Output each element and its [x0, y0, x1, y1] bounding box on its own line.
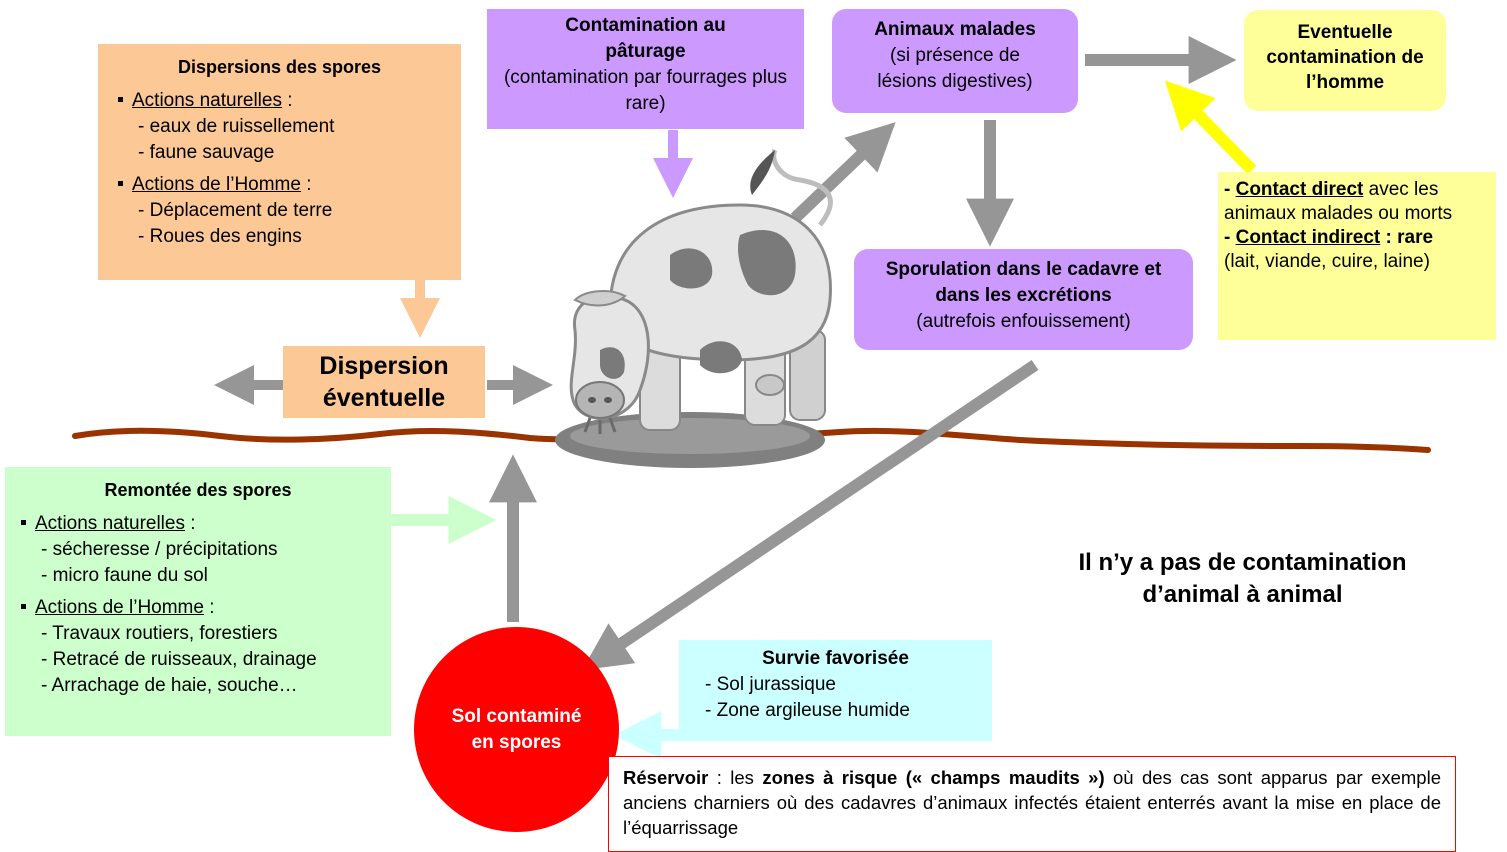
dispersions-human-item: - Déplacement de terre: [138, 200, 333, 221]
dispersions-human-label: Actions de l’Homme: [132, 174, 301, 195]
remontee-human-label: Actions de l’Homme: [35, 597, 204, 618]
remontee-natural: Actions naturelles :: [17, 511, 379, 537]
pasture-subtitle: (contamination par fourrages plus rare): [503, 67, 788, 114]
remontee-human-item: - Arrachage de haie, souche…: [41, 675, 298, 696]
survival-title: Survie favorisée: [762, 648, 909, 669]
remontee-human-item: - Retracé de ruisseaux, drainage: [41, 649, 317, 670]
sick-animals-subtitle: (si présence de lésions digestives): [877, 45, 1033, 92]
sporulation-title: Sporulation dans le cadavre et dans les …: [885, 259, 1162, 306]
dispersions-box: Dispersions des spores Actions naturelle…: [98, 44, 461, 280]
dispersions-human: Actions de l’Homme :: [114, 172, 445, 198]
cow-illustration: [555, 148, 833, 468]
dispersions-natural: Actions naturelles :: [114, 88, 445, 114]
remontee-natural-label: Actions naturelles: [35, 513, 185, 534]
dispersions-natural-item: - faune sauvage: [138, 142, 275, 163]
contact-box: - Contact direct avec les animaux malade…: [1218, 172, 1496, 340]
dispersions-natural-label: Actions naturelles: [132, 90, 282, 111]
sick-animals-box: Animaux malades (si présence de lésions …: [832, 9, 1078, 113]
remontee-natural-item: - sécheresse / précipitations: [41, 539, 278, 560]
dispersion-box: Dispersion éventuelle: [283, 346, 485, 418]
no-contamination-text: Il n’y a pas de contamination d’animal à…: [1078, 549, 1407, 608]
dispersions-title: Dispersions des spores: [177, 57, 382, 77]
contact-direct-label: Contact direct: [1235, 179, 1364, 200]
no-contamination-note: Il n’y a pas de contamination d’animal à…: [1030, 547, 1455, 611]
reservoir-risk-zones: zones à risque (« champs maudits »): [762, 767, 1105, 788]
contact-indirect-label: Contact indirect: [1235, 227, 1381, 248]
remontee-title: Remontée des spores: [104, 480, 292, 500]
arrow-cow-to-sick: [790, 122, 896, 223]
survival-item: - Sol jurassique: [705, 674, 836, 695]
human-contamination-box: Eventuelle contamination de l’homme: [1244, 10, 1446, 111]
survival-box: Survie favorisée - Sol jurassique - Zone…: [679, 640, 992, 741]
pasture-title: Contamination au pâturage: [565, 15, 726, 62]
remontee-natural-item: - micro faune du sol: [41, 565, 208, 586]
reservoir-box: Réservoir : les zones à risque (« champs…: [608, 756, 1456, 852]
dispersion-label: Dispersion éventuelle: [319, 352, 449, 412]
sporulation-subtitle: (autrefois enfouissement): [916, 311, 1131, 332]
soil-label: Sol contaminé en spores: [451, 705, 582, 753]
sick-animals-title: Animaux malades: [874, 19, 1036, 40]
contact-indirect: - Contact indirect : rare: [1224, 227, 1434, 248]
soil-circle: Sol contaminé en spores: [414, 627, 619, 832]
remontee-box: Remontée des spores Actions naturelles :…: [5, 467, 391, 736]
arrow-sporulation-to-soil: [582, 360, 1039, 671]
remontee-human-item: - Travaux routiers, forestiers: [41, 623, 278, 644]
reservoir-label: Réservoir: [623, 767, 709, 788]
sporulation-box: Sporulation dans le cadavre et dans les …: [854, 249, 1193, 350]
arrow-contact-to-human: [1164, 80, 1257, 175]
remontee-human: Actions de l’Homme :: [17, 595, 379, 621]
human-contamination-title: Eventuelle contamination de l’homme: [1266, 22, 1424, 93]
contact-indirect-examples: (lait, viande, cuire, laine): [1224, 251, 1430, 272]
dispersions-human-item: - Roues des engins: [138, 226, 302, 247]
dispersions-natural-item: - eaux de ruissellement: [138, 116, 335, 137]
contact-direct: - Contact direct avec les animaux malade…: [1224, 179, 1453, 224]
survival-item: - Zone argileuse humide: [705, 700, 910, 721]
pasture-box: Contamination au pâturage (contamination…: [487, 9, 804, 129]
